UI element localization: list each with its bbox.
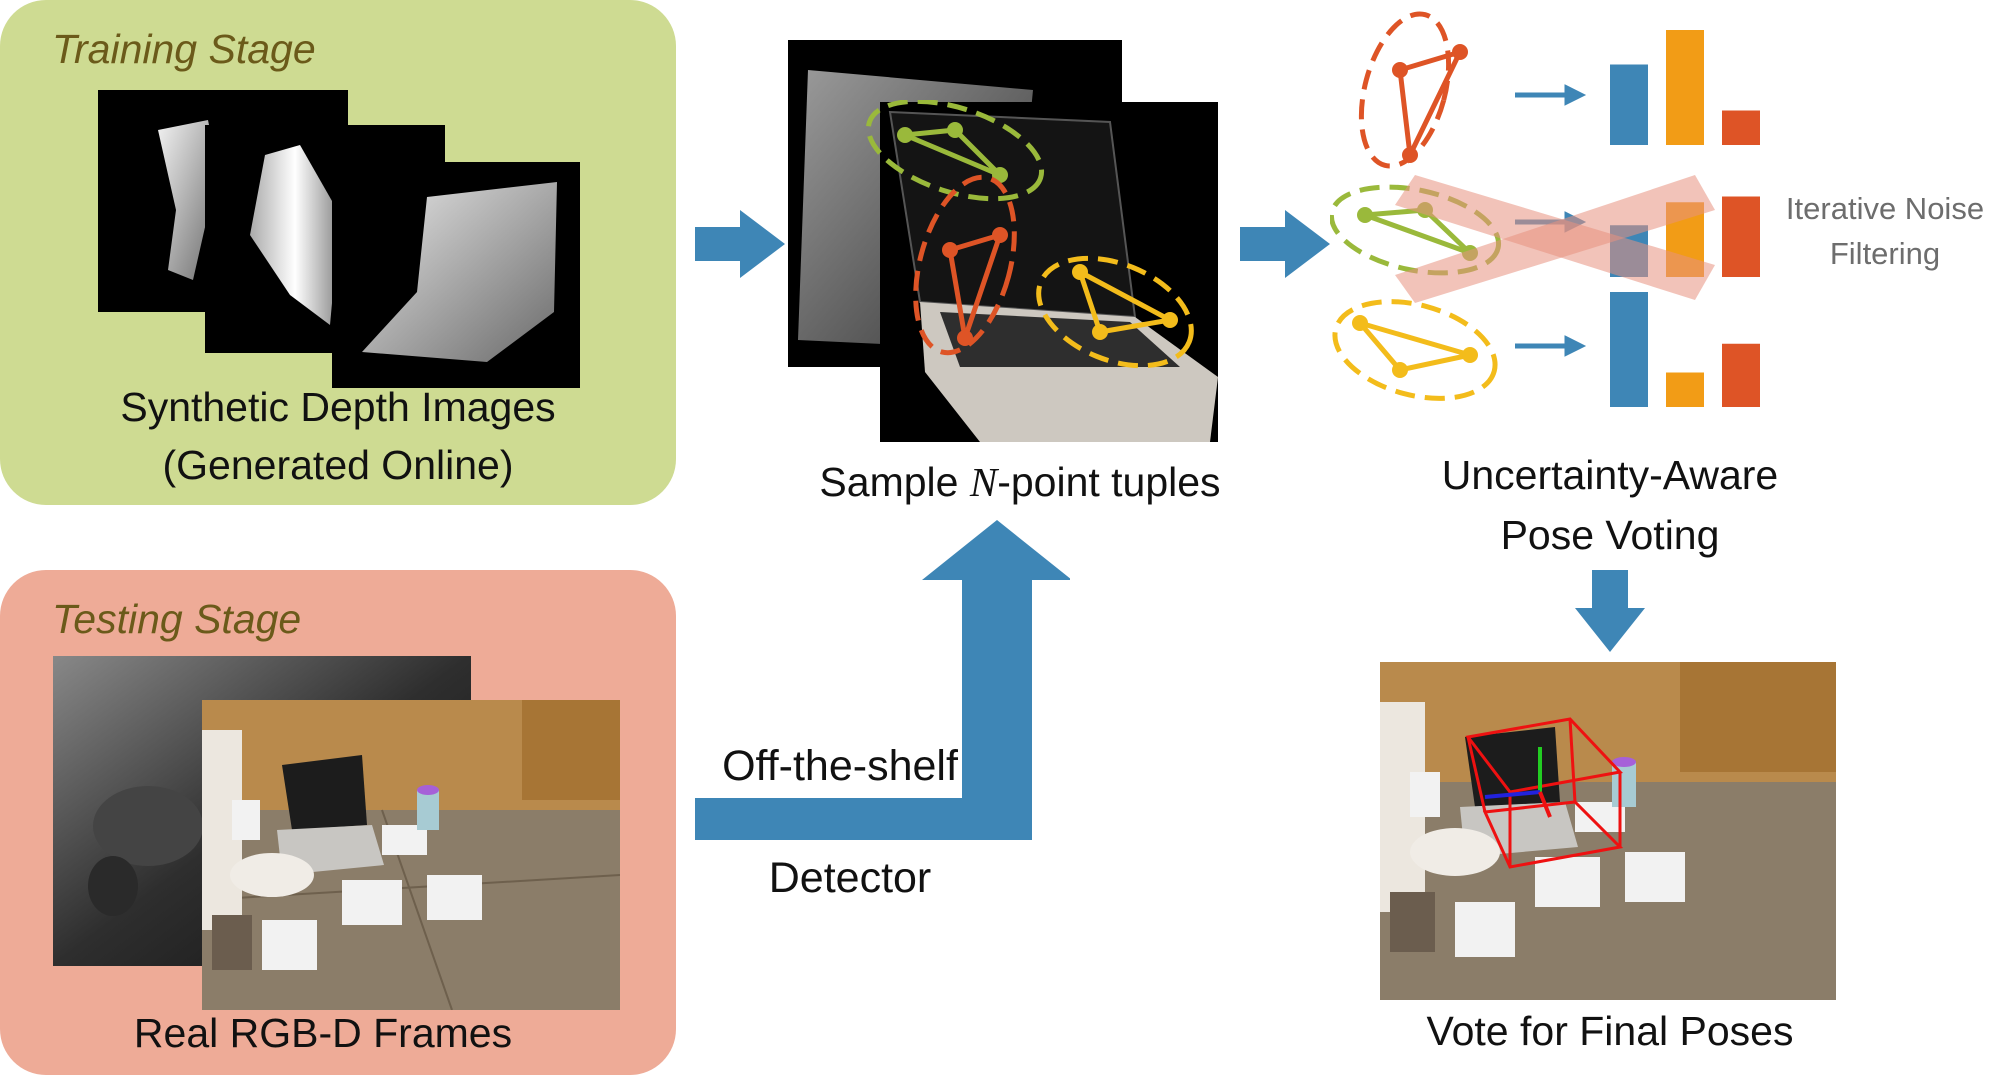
testing-stage-title: Testing Stage bbox=[52, 596, 302, 642]
sampling-caption-variable: N bbox=[969, 459, 998, 505]
noise-filter-cross bbox=[1395, 175, 1715, 303]
histogram-bar bbox=[1666, 30, 1704, 145]
detector-label-top: Off-the-shelf bbox=[722, 742, 958, 790]
training-caption-line1: Synthetic Depth Images bbox=[120, 384, 556, 430]
final-pose-image bbox=[1380, 662, 1836, 1000]
arrow-voting-to-result bbox=[1575, 570, 1645, 652]
testing-caption: Real RGB-D Frames bbox=[133, 1010, 513, 1056]
noise-filter-label-line1: Iterative Noise bbox=[1785, 191, 1985, 226]
noise-filter-label: Iterative Noise Filtering bbox=[1770, 187, 2000, 277]
training-caption-line2: (Generated Online) bbox=[162, 442, 514, 488]
arrow-training-to-sampling bbox=[695, 210, 785, 278]
voting-caption-line1: Uncertainty-Aware bbox=[1441, 452, 1779, 498]
real-rgb-frame bbox=[202, 700, 620, 1010]
detector-label-bottom: Detector bbox=[768, 854, 932, 902]
histogram-bar bbox=[1610, 292, 1648, 407]
voting-caption-line2: Pose Voting bbox=[1500, 512, 1720, 558]
histogram-bar bbox=[1666, 372, 1704, 407]
synthetic-depth-image-3 bbox=[332, 162, 580, 388]
sampled-tuples-overlay bbox=[865, 100, 1194, 369]
arrow-sampling-to-voting bbox=[1240, 210, 1330, 278]
detector-arrow bbox=[695, 520, 1070, 840]
noise-filter-label-line2: Filtering bbox=[1829, 235, 1941, 271]
sampling-caption-prefix: Sample bbox=[819, 459, 970, 505]
sampling-caption: Sample N-point tuples bbox=[760, 458, 1280, 506]
training-stage-title: Training Stage bbox=[52, 26, 316, 72]
histogram-bar bbox=[1722, 196, 1760, 277]
sampling-caption-suffix: -point tuples bbox=[997, 459, 1221, 505]
result-caption: Vote for Final Poses bbox=[1426, 1008, 1794, 1054]
histogram-bar bbox=[1722, 110, 1760, 145]
histogram-bar bbox=[1722, 343, 1760, 407]
histogram-bar bbox=[1610, 64, 1648, 145]
